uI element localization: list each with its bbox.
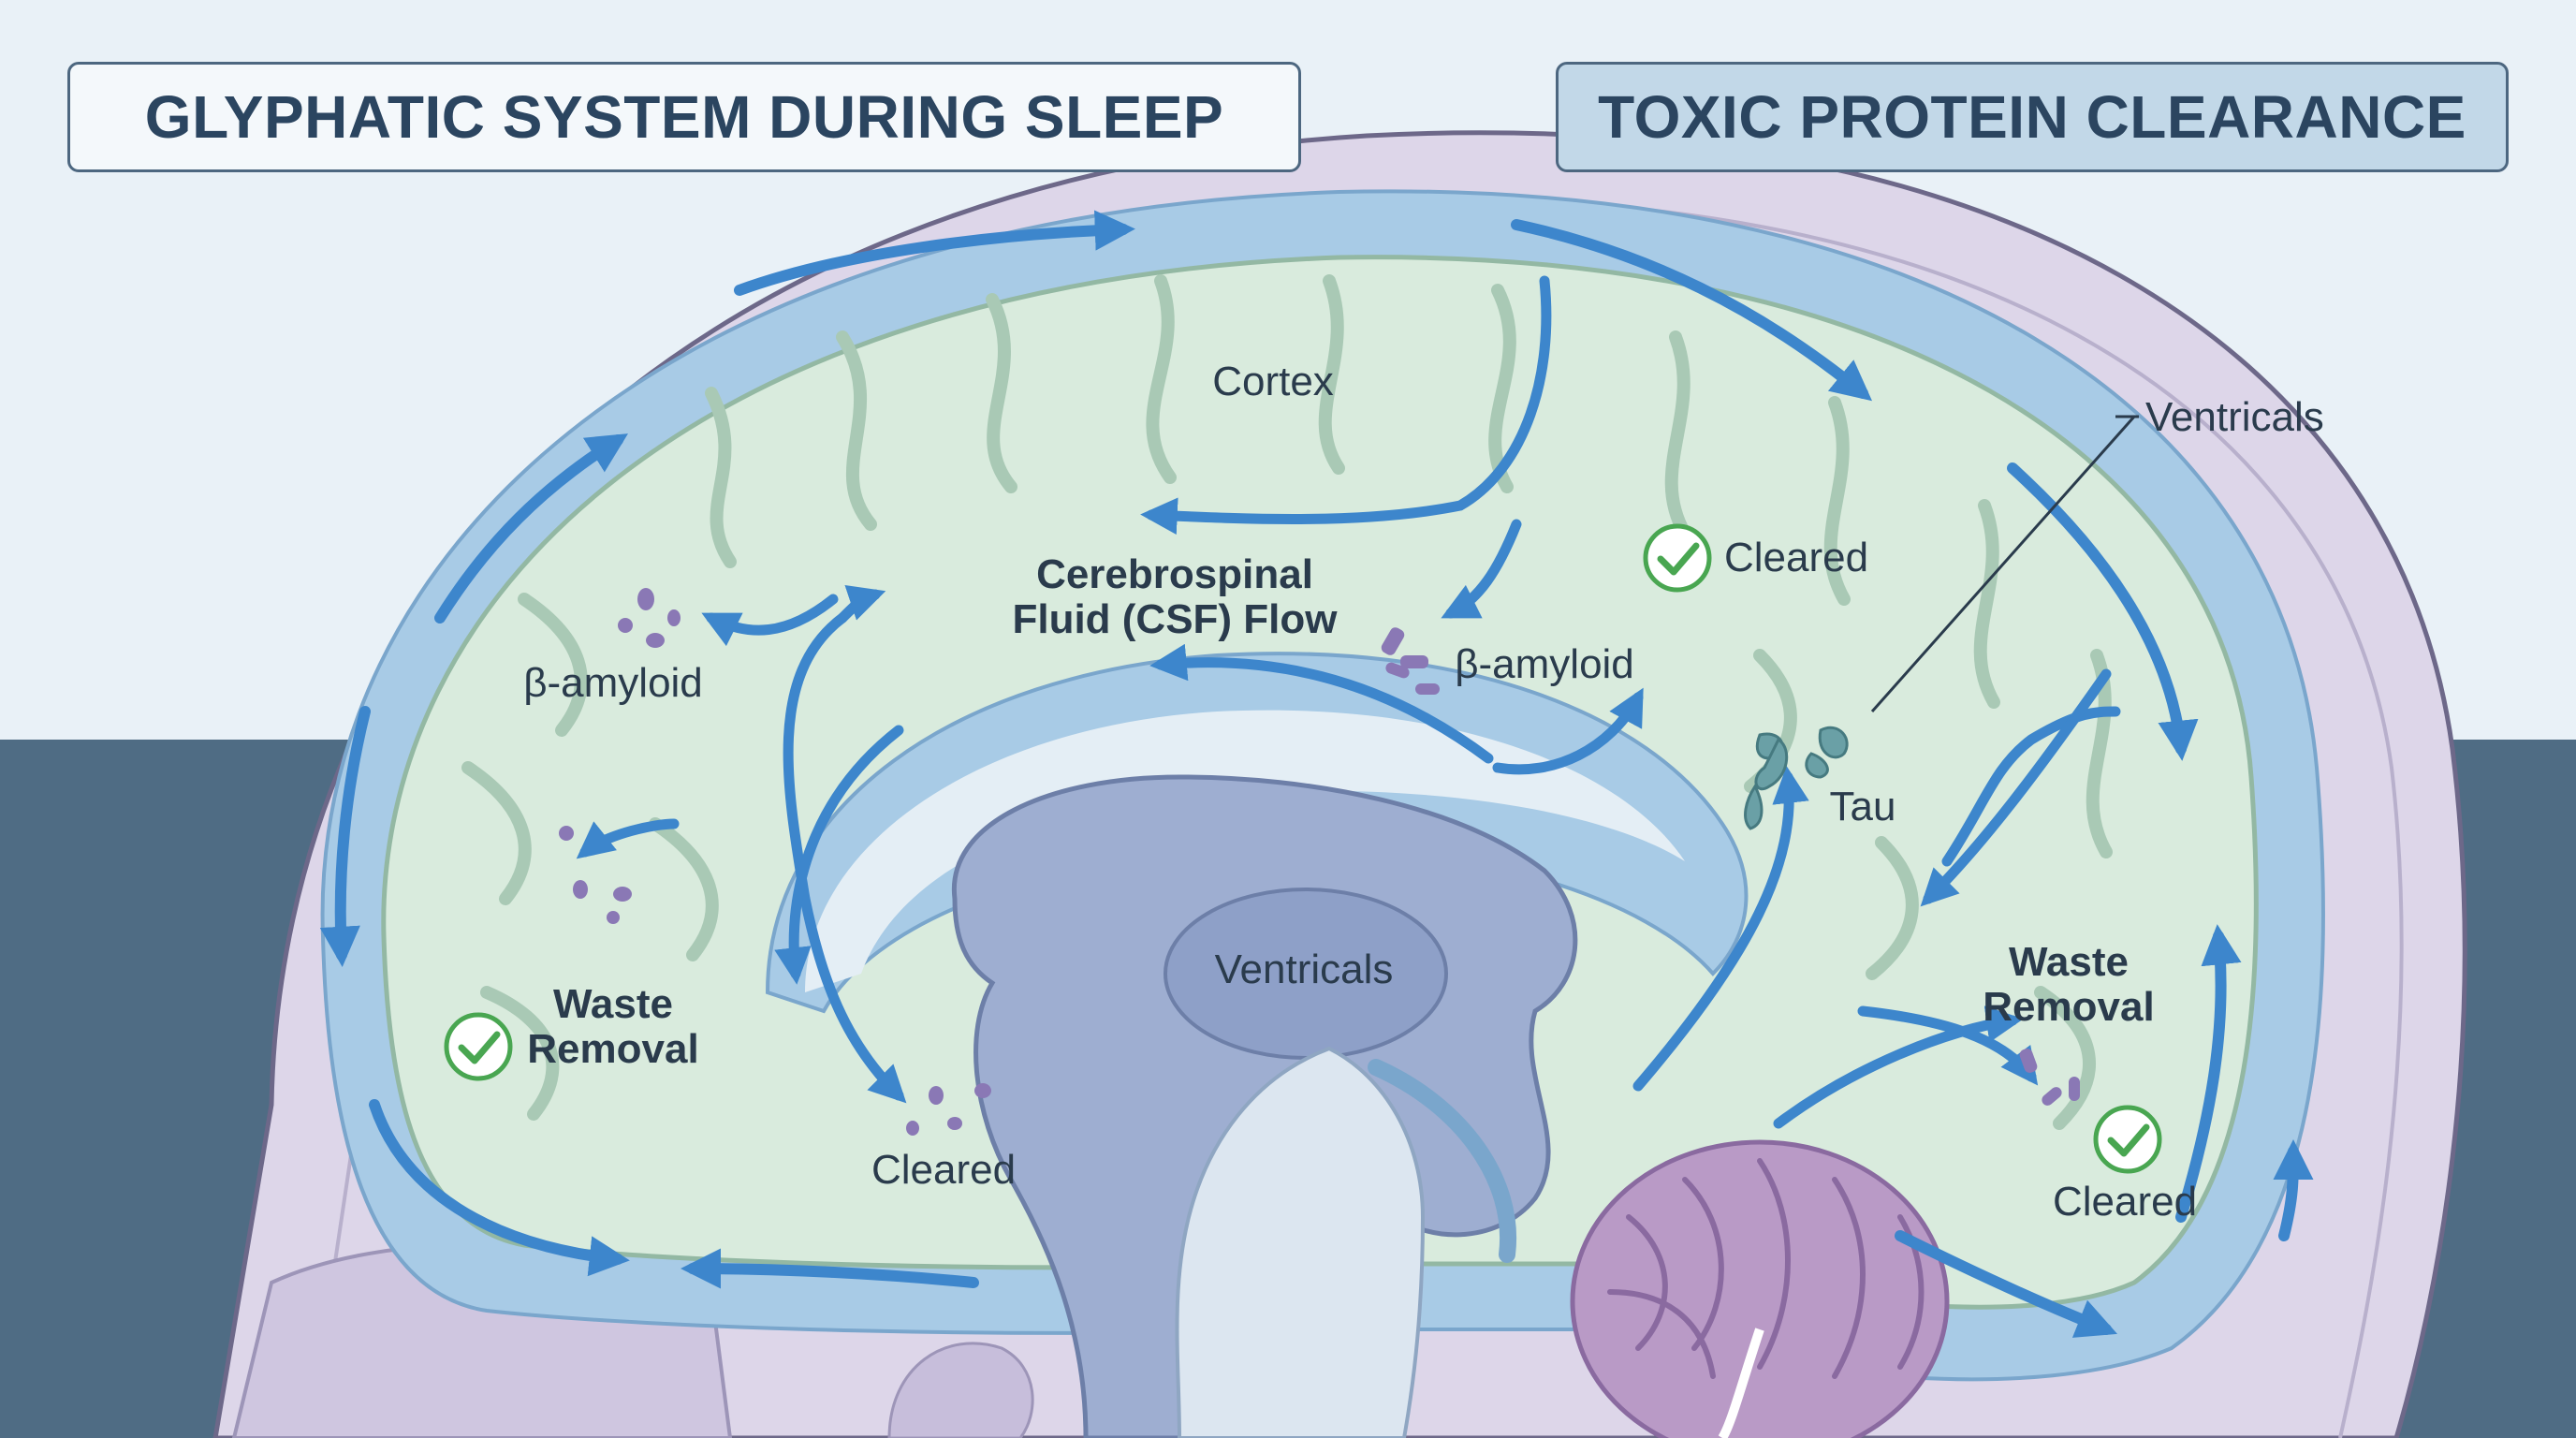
check-circle-icon (1643, 523, 1712, 593)
flow-arrow-icon (1920, 668, 2112, 907)
protein-fragments (559, 588, 2080, 1136)
flow-arrow-icon (774, 725, 904, 985)
flow-arrow-icon (2273, 1139, 2314, 1241)
brainstem (1175, 1046, 1426, 1438)
title-glymphatic-system: GLYPHATIC SYSTEM DURING SLEEP (67, 62, 1301, 172)
brainstem-channel (1368, 1059, 1517, 1263)
waste-left-label-line2: Removal (527, 1026, 698, 1072)
cleared-top-right-label: Cleared (1724, 535, 1868, 580)
flow-arrow-icon (369, 1099, 630, 1277)
csf-label-line1: Cerebrospinal (1036, 551, 1313, 597)
flow-arrow-icon (2007, 462, 2199, 761)
flow-arrow-icon (1941, 706, 2121, 867)
cleared-bottom-center-label: Cleared (871, 1147, 1016, 1193)
flow-arrow-icon (701, 594, 839, 647)
flow-arrow-icon (1773, 1005, 2024, 1129)
ventricals-center-label: Ventricals (1215, 946, 1394, 992)
csf-inner-arrows (576, 275, 2121, 1129)
flow-arrow-icon (1492, 687, 1644, 775)
ventricals-callout-label: Ventricals (2145, 394, 2324, 440)
flow-arrow-icon (576, 818, 680, 859)
tau-tangles (1744, 726, 1849, 830)
flow-arrow-icon (1895, 1230, 2118, 1338)
flow-arrow-icon (434, 433, 628, 624)
tau-label: Tau (1830, 784, 1896, 829)
waste-right-label-line2: Removal (1983, 984, 2154, 1030)
csf-label-line2: Fluid (CSF) Flow (1012, 596, 1338, 642)
flow-arrow-icon (1140, 275, 1552, 536)
flow-arrow-icon (1511, 219, 1873, 402)
corpus-callosum (805, 710, 1685, 992)
flow-arrow-icon (319, 706, 371, 967)
flow-arrow-icon (837, 584, 886, 624)
waste-right-label-line1: Waste (2009, 939, 2129, 985)
protein-fragment-icon (2019, 1049, 2080, 1106)
beta-amyloid-left-label: β-amyloid (523, 660, 703, 706)
lower-head-lobe (887, 1342, 1034, 1438)
flow-arrow-icon (1632, 766, 1809, 1092)
protein-fragment-icon (1381, 627, 1440, 695)
protein-fragment-icon (559, 826, 632, 924)
flow-arrow-icon (1149, 643, 1494, 764)
beta-amyloid-right-label: β-amyloid (1455, 641, 1634, 687)
flow-arrow-icon (734, 210, 1135, 296)
flow-arrow-icon (681, 1248, 979, 1289)
ventricals-callout-line (1870, 416, 2136, 712)
cleared-bottom-right-label: Cleared (2053, 1179, 2197, 1225)
check-circle-icon (2093, 1105, 2162, 1174)
cerebellum (1570, 1139, 1950, 1438)
check-circle-icon (444, 1012, 513, 1081)
flow-arrow-icon (2175, 924, 2242, 1223)
cortex-label: Cortex (1212, 359, 1334, 404)
csf-flow-arrows (319, 210, 2314, 1338)
waste-left-label-line1: Waste (553, 981, 673, 1027)
title-toxic-protein-clearance: TOXIC PROTEIN CLEARANCE (1556, 62, 2509, 172)
protein-fragment-icon (618, 588, 681, 648)
protein-fragment-icon (906, 1083, 991, 1136)
cortex-folds (461, 274, 2113, 1130)
flow-arrow-icon (1441, 519, 1522, 619)
